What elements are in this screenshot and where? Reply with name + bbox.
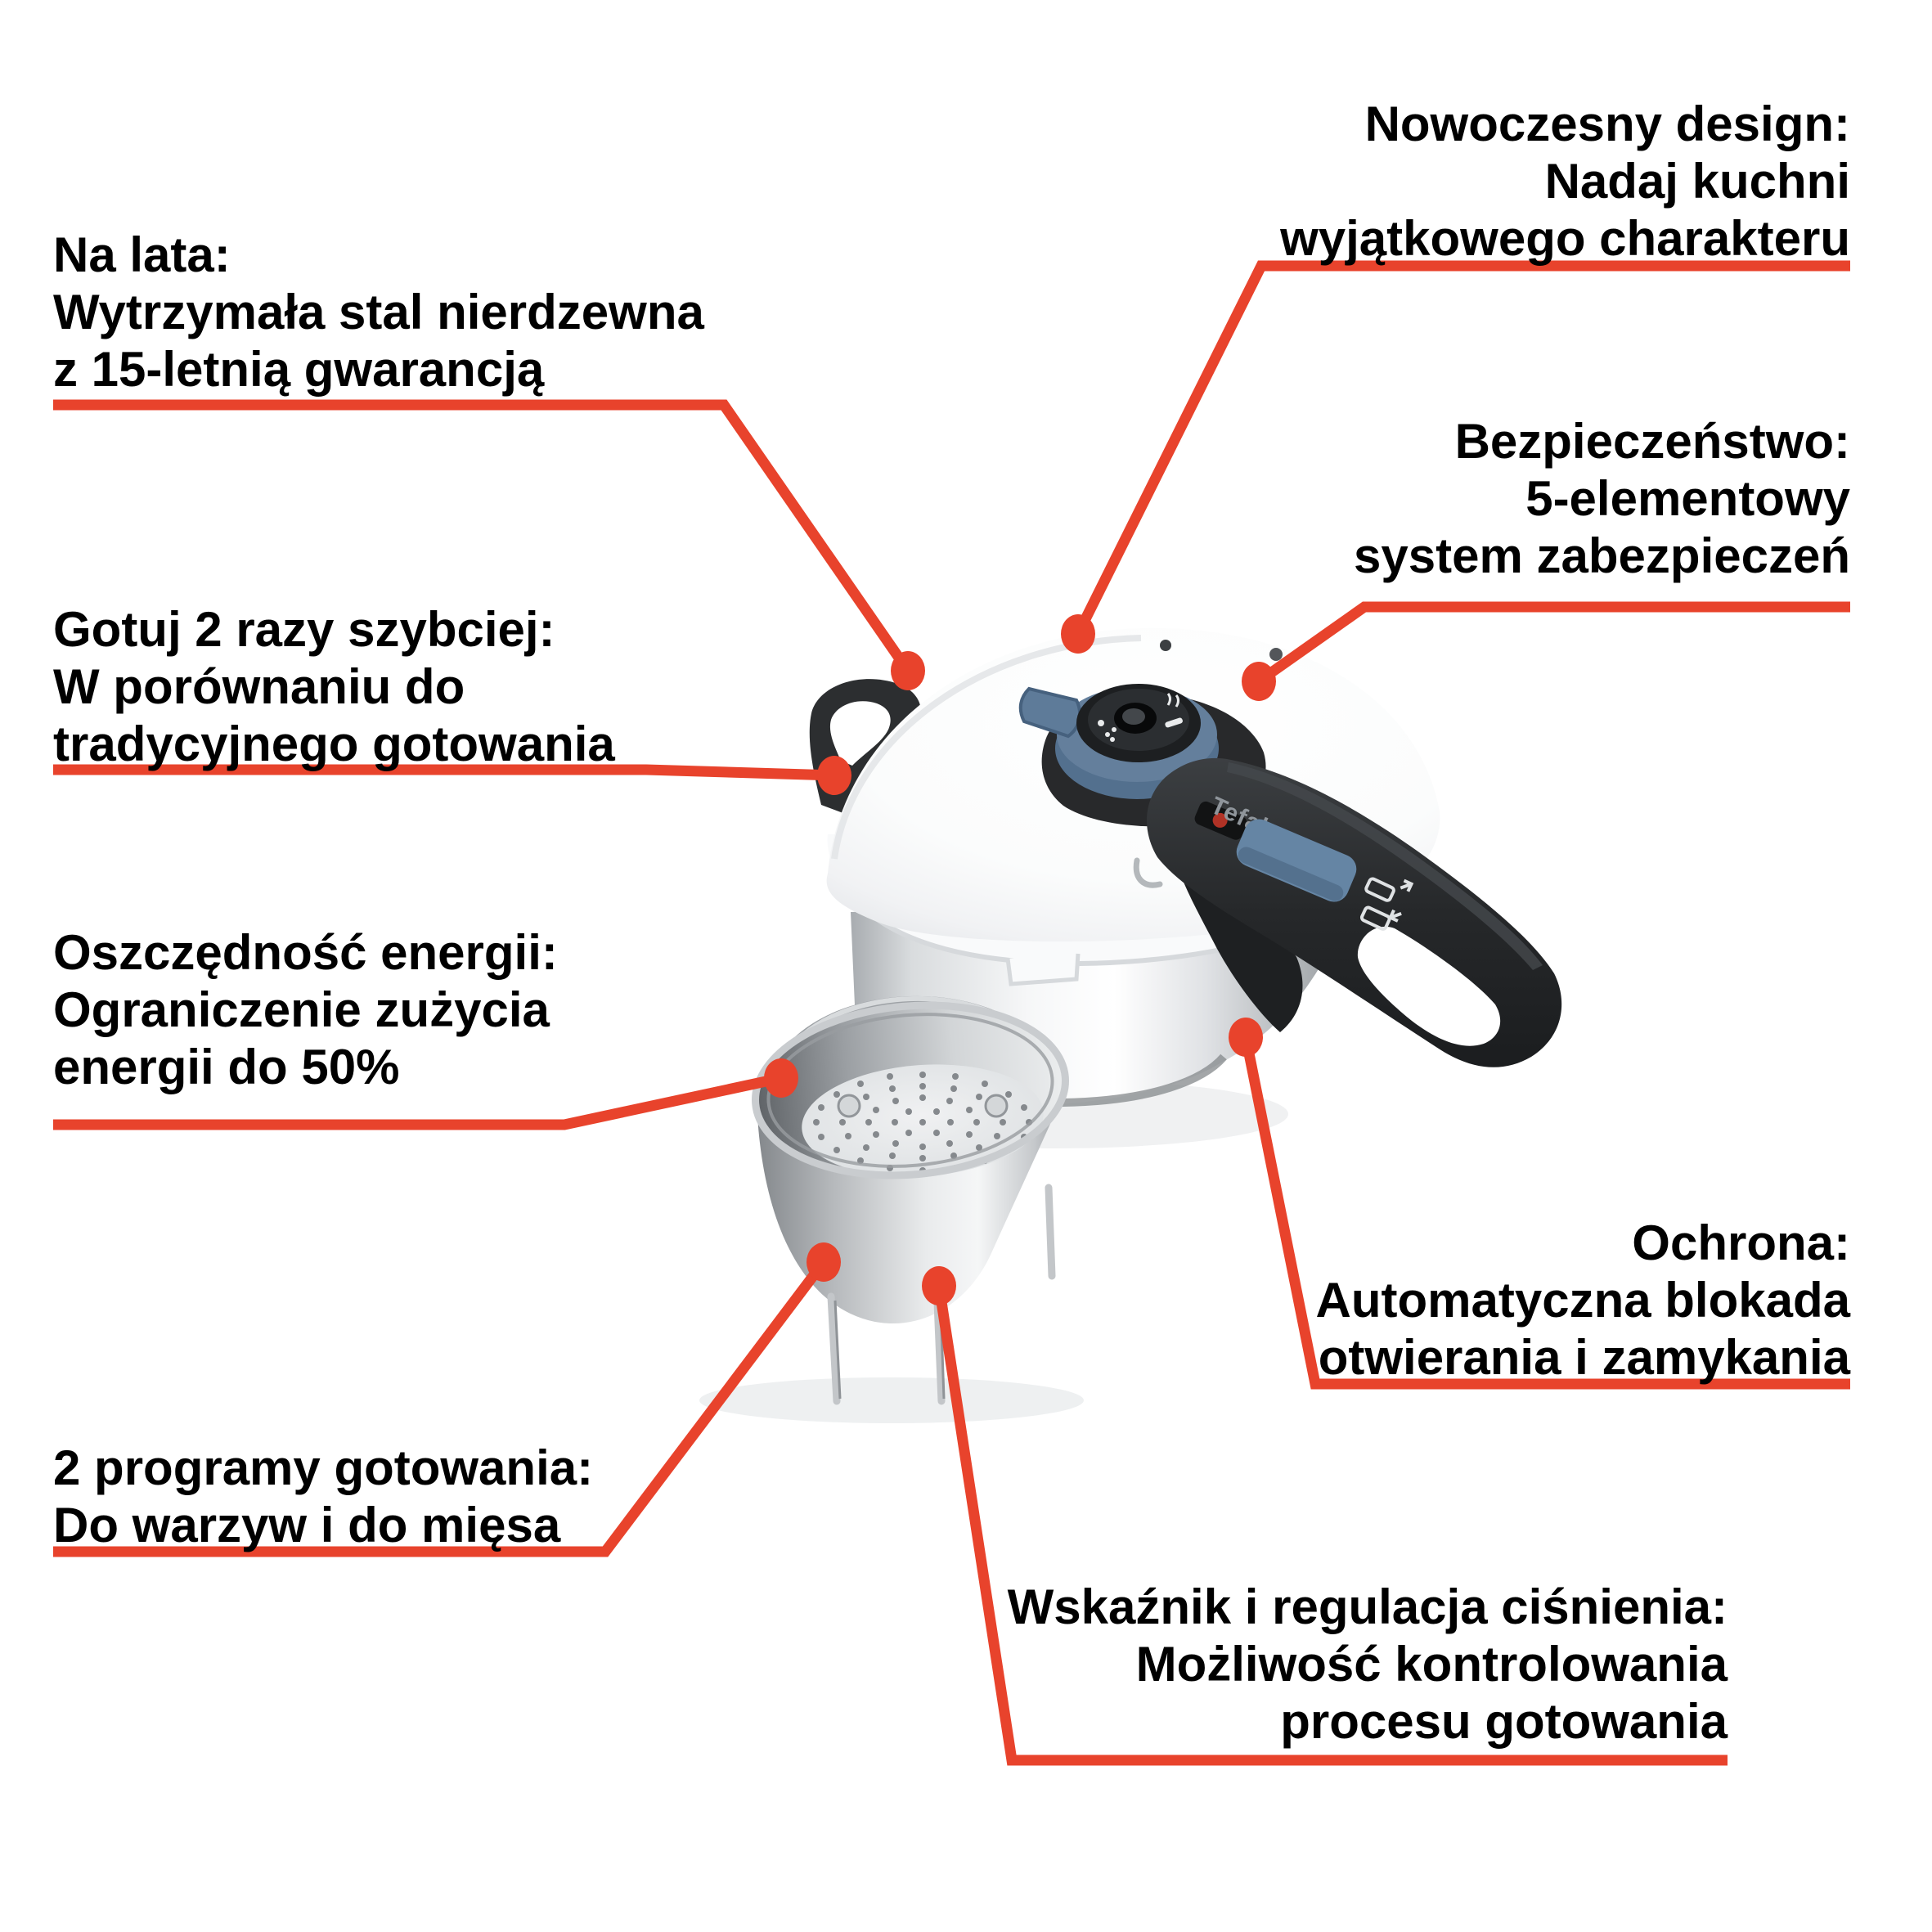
callout-dots bbox=[764, 614, 1276, 1305]
callout-line-programy bbox=[53, 1259, 829, 1557]
callout-dot-ochrona bbox=[1229, 1018, 1263, 1057]
valve-glyph-steam3 bbox=[1110, 737, 1115, 742]
callout-text-line: Nadaj kuchni bbox=[1544, 154, 1850, 209]
callout-nowoczesny: Nowoczesny design: Nadaj kuchni wyjątkow… bbox=[1280, 96, 1850, 267]
callout-line-oszczednosc bbox=[53, 1072, 783, 1130]
callout-dot-wskaznik bbox=[922, 1266, 956, 1305]
callout-dot-oszczednosc bbox=[764, 1058, 798, 1098]
main-handle: Tefal bbox=[1147, 757, 1562, 1067]
basket-rivet-right bbox=[984, 1094, 1009, 1118]
lid-rim-notch bbox=[1005, 953, 1081, 986]
callout-text-line: Na lata: bbox=[53, 227, 231, 282]
callout-text-line: otwierania i zamykania bbox=[1318, 1330, 1850, 1385]
basket-rim-inner bbox=[766, 1013, 1054, 1168]
callout-text-line: wyjątkowego charakteru bbox=[1280, 211, 1850, 266]
callout-na-lata: Na lata: Wytrzymała stal nierdzewna z 15… bbox=[53, 227, 704, 398]
callout-dot-na-lata bbox=[891, 651, 925, 690]
callout-text-line: Ochrona: bbox=[1632, 1215, 1850, 1270]
callout-text-line: tradycyjnego gotowania bbox=[53, 717, 615, 771]
callout-text-line: z 15-letnią gwarancją bbox=[53, 342, 545, 397]
valve-glyph-steam1 bbox=[1105, 732, 1110, 737]
handle-slider-shade bbox=[1238, 847, 1344, 901]
callout-oszczednosc: Oszczędność energii: Ograniczenie zużyci… bbox=[53, 924, 558, 1096]
basket-rim-outer bbox=[752, 1001, 1069, 1179]
callout-text-line: energii do 50% bbox=[53, 1040, 400, 1094]
callout-lines bbox=[53, 260, 1850, 1766]
callout-text-line: W porównaniu do bbox=[53, 659, 465, 714]
callout-dot-gotuj bbox=[817, 756, 851, 795]
steamer-basket bbox=[752, 995, 1069, 1324]
callout-text-line: Wytrzymała stal nierdzewna bbox=[53, 285, 704, 339]
callout-text-line: Ograniczenie zużycia bbox=[53, 982, 550, 1037]
callout-programy: 2 programy gotowania: Do warzyw i do mię… bbox=[53, 1440, 593, 1554]
callout-text-line: Nowoczesny design: bbox=[1364, 97, 1850, 151]
callout-text-line: procesu gotowania bbox=[1280, 1694, 1728, 1749]
valve-glyph-dot bbox=[1098, 720, 1104, 726]
basket-shadow bbox=[699, 1377, 1084, 1423]
callout-ochrona: Ochrona: Automatyczna blokada otwierania… bbox=[1316, 1215, 1850, 1386]
callout-text-line: 2 programy gotowania: bbox=[53, 1440, 594, 1495]
callout-line-gotuj bbox=[53, 764, 835, 781]
handle-icons bbox=[1359, 877, 1414, 931]
valve-glyph-steam2 bbox=[1112, 727, 1117, 732]
callout-line-wskaznik bbox=[933, 1285, 1728, 1766]
callout-line-ochrona bbox=[1240, 1036, 1850, 1390]
callout-wskaznik: Wskaźnik i regulacja ciśnienia: Możliwoś… bbox=[1008, 1579, 1728, 1750]
lid-vent-pin bbox=[1269, 648, 1283, 661]
callout-text-line: Bezpieczeństwo: bbox=[1454, 414, 1850, 469]
callout-text-line: Oszczędność energii: bbox=[53, 925, 558, 980]
basket-rivet-left bbox=[837, 1094, 861, 1118]
callout-text-line: Automatyczna blokada bbox=[1315, 1273, 1850, 1328]
close-pot-arrow-icon bbox=[1388, 909, 1402, 923]
close-pot-icon bbox=[1359, 905, 1391, 931]
callout-text-line: Możliwość kontrolowania bbox=[1135, 1637, 1728, 1692]
lid-safety-pin bbox=[1160, 640, 1171, 651]
valve-lever bbox=[1018, 686, 1082, 739]
handle-bracket bbox=[1178, 867, 1303, 1032]
lid-mark bbox=[1133, 857, 1163, 888]
callout-dot-programy bbox=[806, 1242, 841, 1282]
valve-glyph-meat bbox=[1165, 717, 1183, 728]
callout-gotuj: Gotuj 2 razy szybciej: W porównaniu do t… bbox=[53, 601, 615, 773]
handle-lock-indicator bbox=[1212, 812, 1228, 828]
open-pot-arrow-icon bbox=[1400, 878, 1414, 892]
callout-line-bezpieczenstwo bbox=[1256, 601, 1850, 686]
basket-leg-back bbox=[1045, 1184, 1056, 1280]
basket-leg-right bbox=[933, 1298, 946, 1405]
callout-text-line: 5-elementowy bbox=[1525, 471, 1850, 526]
callout-text-line: Do warzyw i do mięsa bbox=[53, 1498, 561, 1552]
callout-line-na-lata bbox=[53, 399, 913, 674]
callout-line-nowoczesny bbox=[1073, 260, 1850, 636]
valve-center-ring bbox=[1122, 708, 1145, 725]
valve-glyph-release bbox=[1166, 693, 1179, 708]
basket-leg-left-shade bbox=[833, 1300, 842, 1400]
callout-bezpieczenstwo: Bezpieczeństwo: 5-elementowy system zabe… bbox=[1354, 413, 1850, 585]
basket-leg-left bbox=[827, 1292, 841, 1405]
callout-dot-nowoczesny bbox=[1061, 614, 1095, 654]
basket-legs bbox=[827, 1184, 1056, 1405]
open-pot-icon bbox=[1364, 877, 1395, 902]
callout-dot-bezpieczenstwo bbox=[1242, 662, 1276, 701]
callout-text-line: Wskaźnik i regulacja ciśnienia: bbox=[1007, 1579, 1728, 1634]
callout-text-line: system zabezpieczeń bbox=[1354, 528, 1850, 583]
callout-text-line: Gotuj 2 razy szybciej: bbox=[53, 602, 555, 657]
